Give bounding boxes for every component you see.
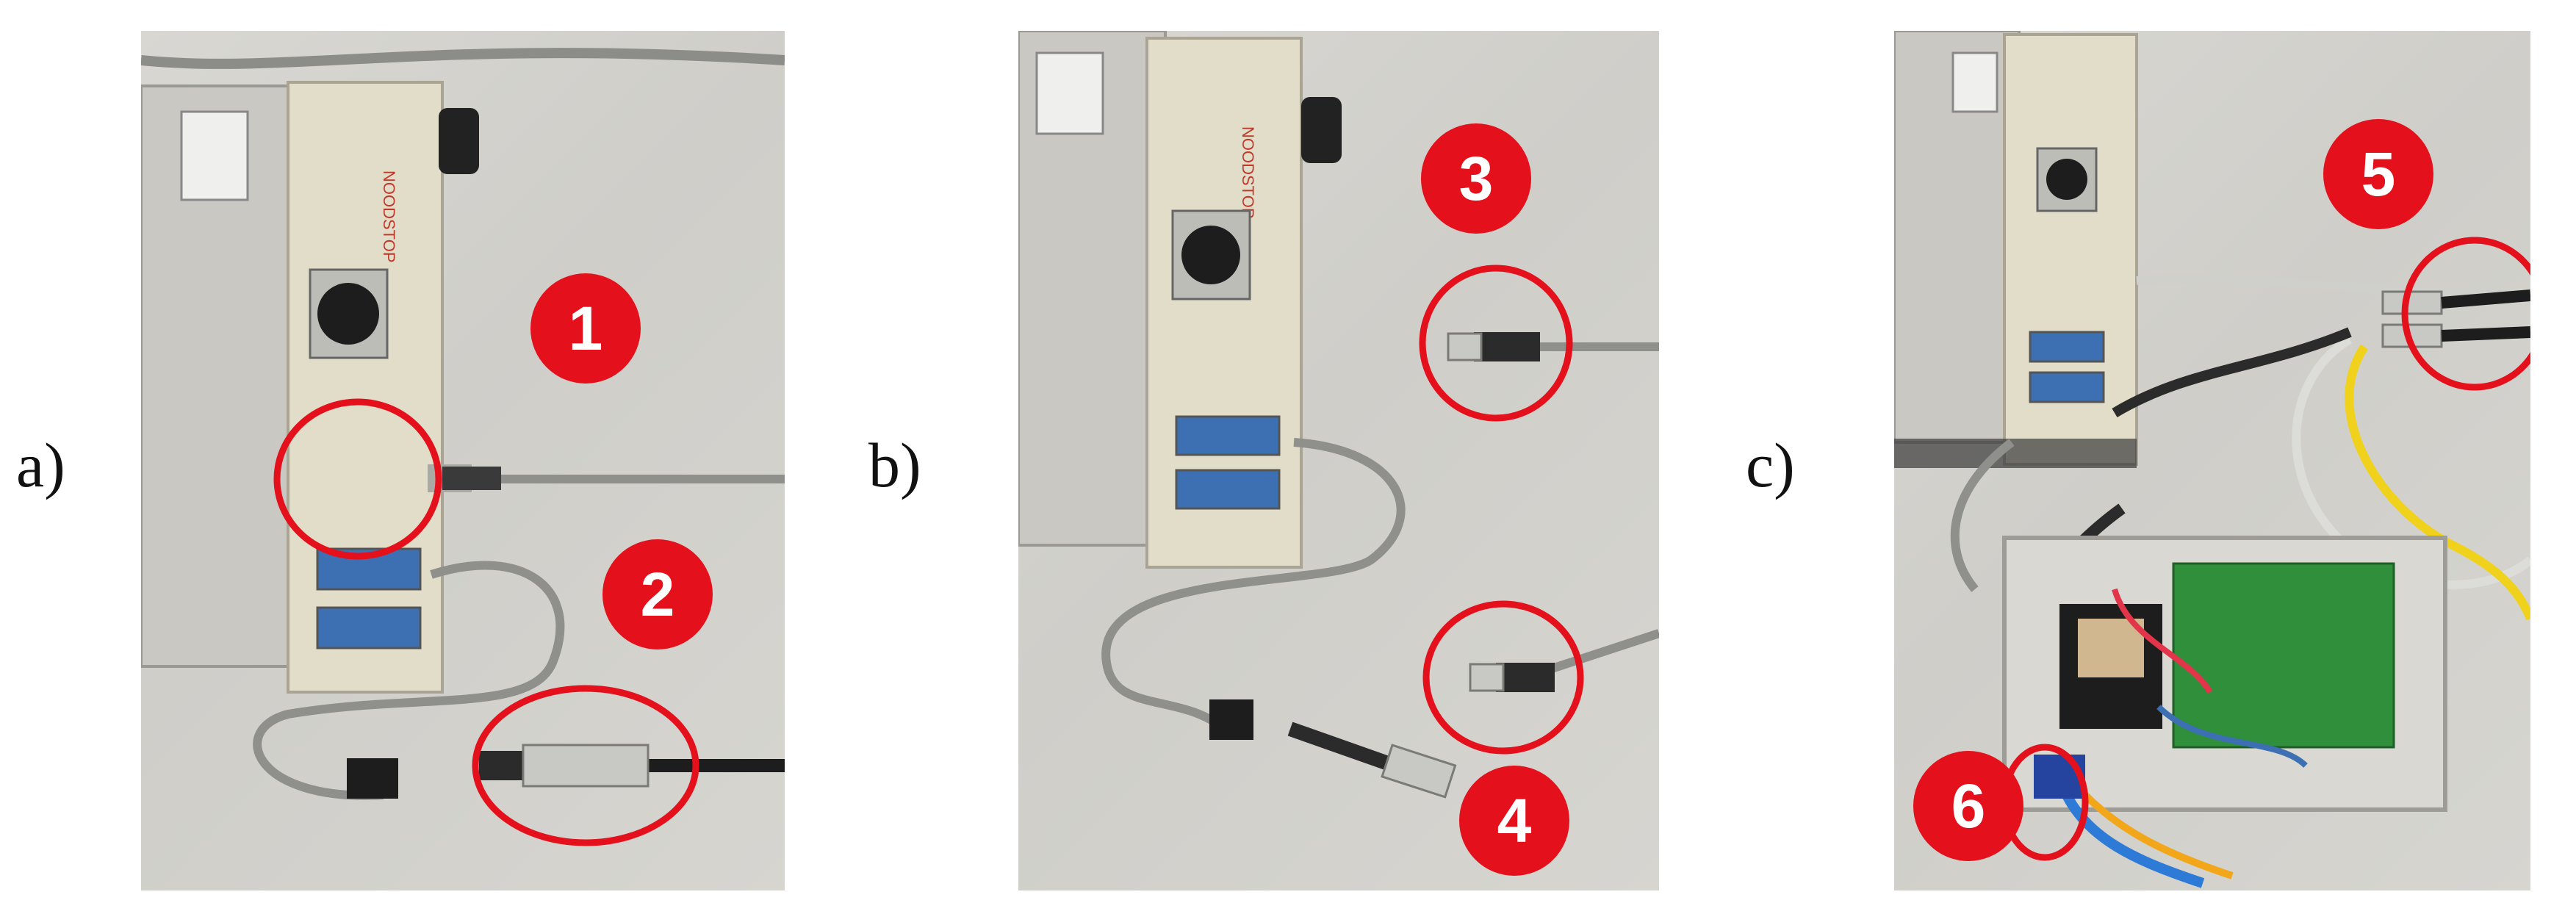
- photo-panel-a: NOODSTOP 1 2: [141, 31, 785, 890]
- badge-5: 5: [2323, 119, 2433, 229]
- svg-text:NOODSTOP: NOODSTOP: [1239, 126, 1257, 219]
- panel-label-a: a): [16, 430, 65, 500]
- photo-a-illustration: NOODSTOP: [141, 48, 785, 846]
- photo-panel-c: 5 6: [1894, 31, 2530, 890]
- panel-label-b: b): [868, 430, 921, 500]
- photo-panel-b: NOODSTOP 3 4: [1018, 31, 1659, 890]
- badge-2: 2: [602, 539, 713, 649]
- badge-1: 1: [530, 273, 641, 384]
- badge-4: 4: [1459, 766, 1569, 876]
- device-label-text: NOODSTOP: [380, 170, 398, 263]
- photo-b-illustration: NOODSTOP: [1018, 31, 1659, 799]
- badge-3: 3: [1421, 123, 1531, 234]
- panel-label-c: c): [1746, 430, 1795, 500]
- badge-6: 6: [1913, 751, 2023, 861]
- photo-c-illustration: [1894, 31, 2530, 888]
